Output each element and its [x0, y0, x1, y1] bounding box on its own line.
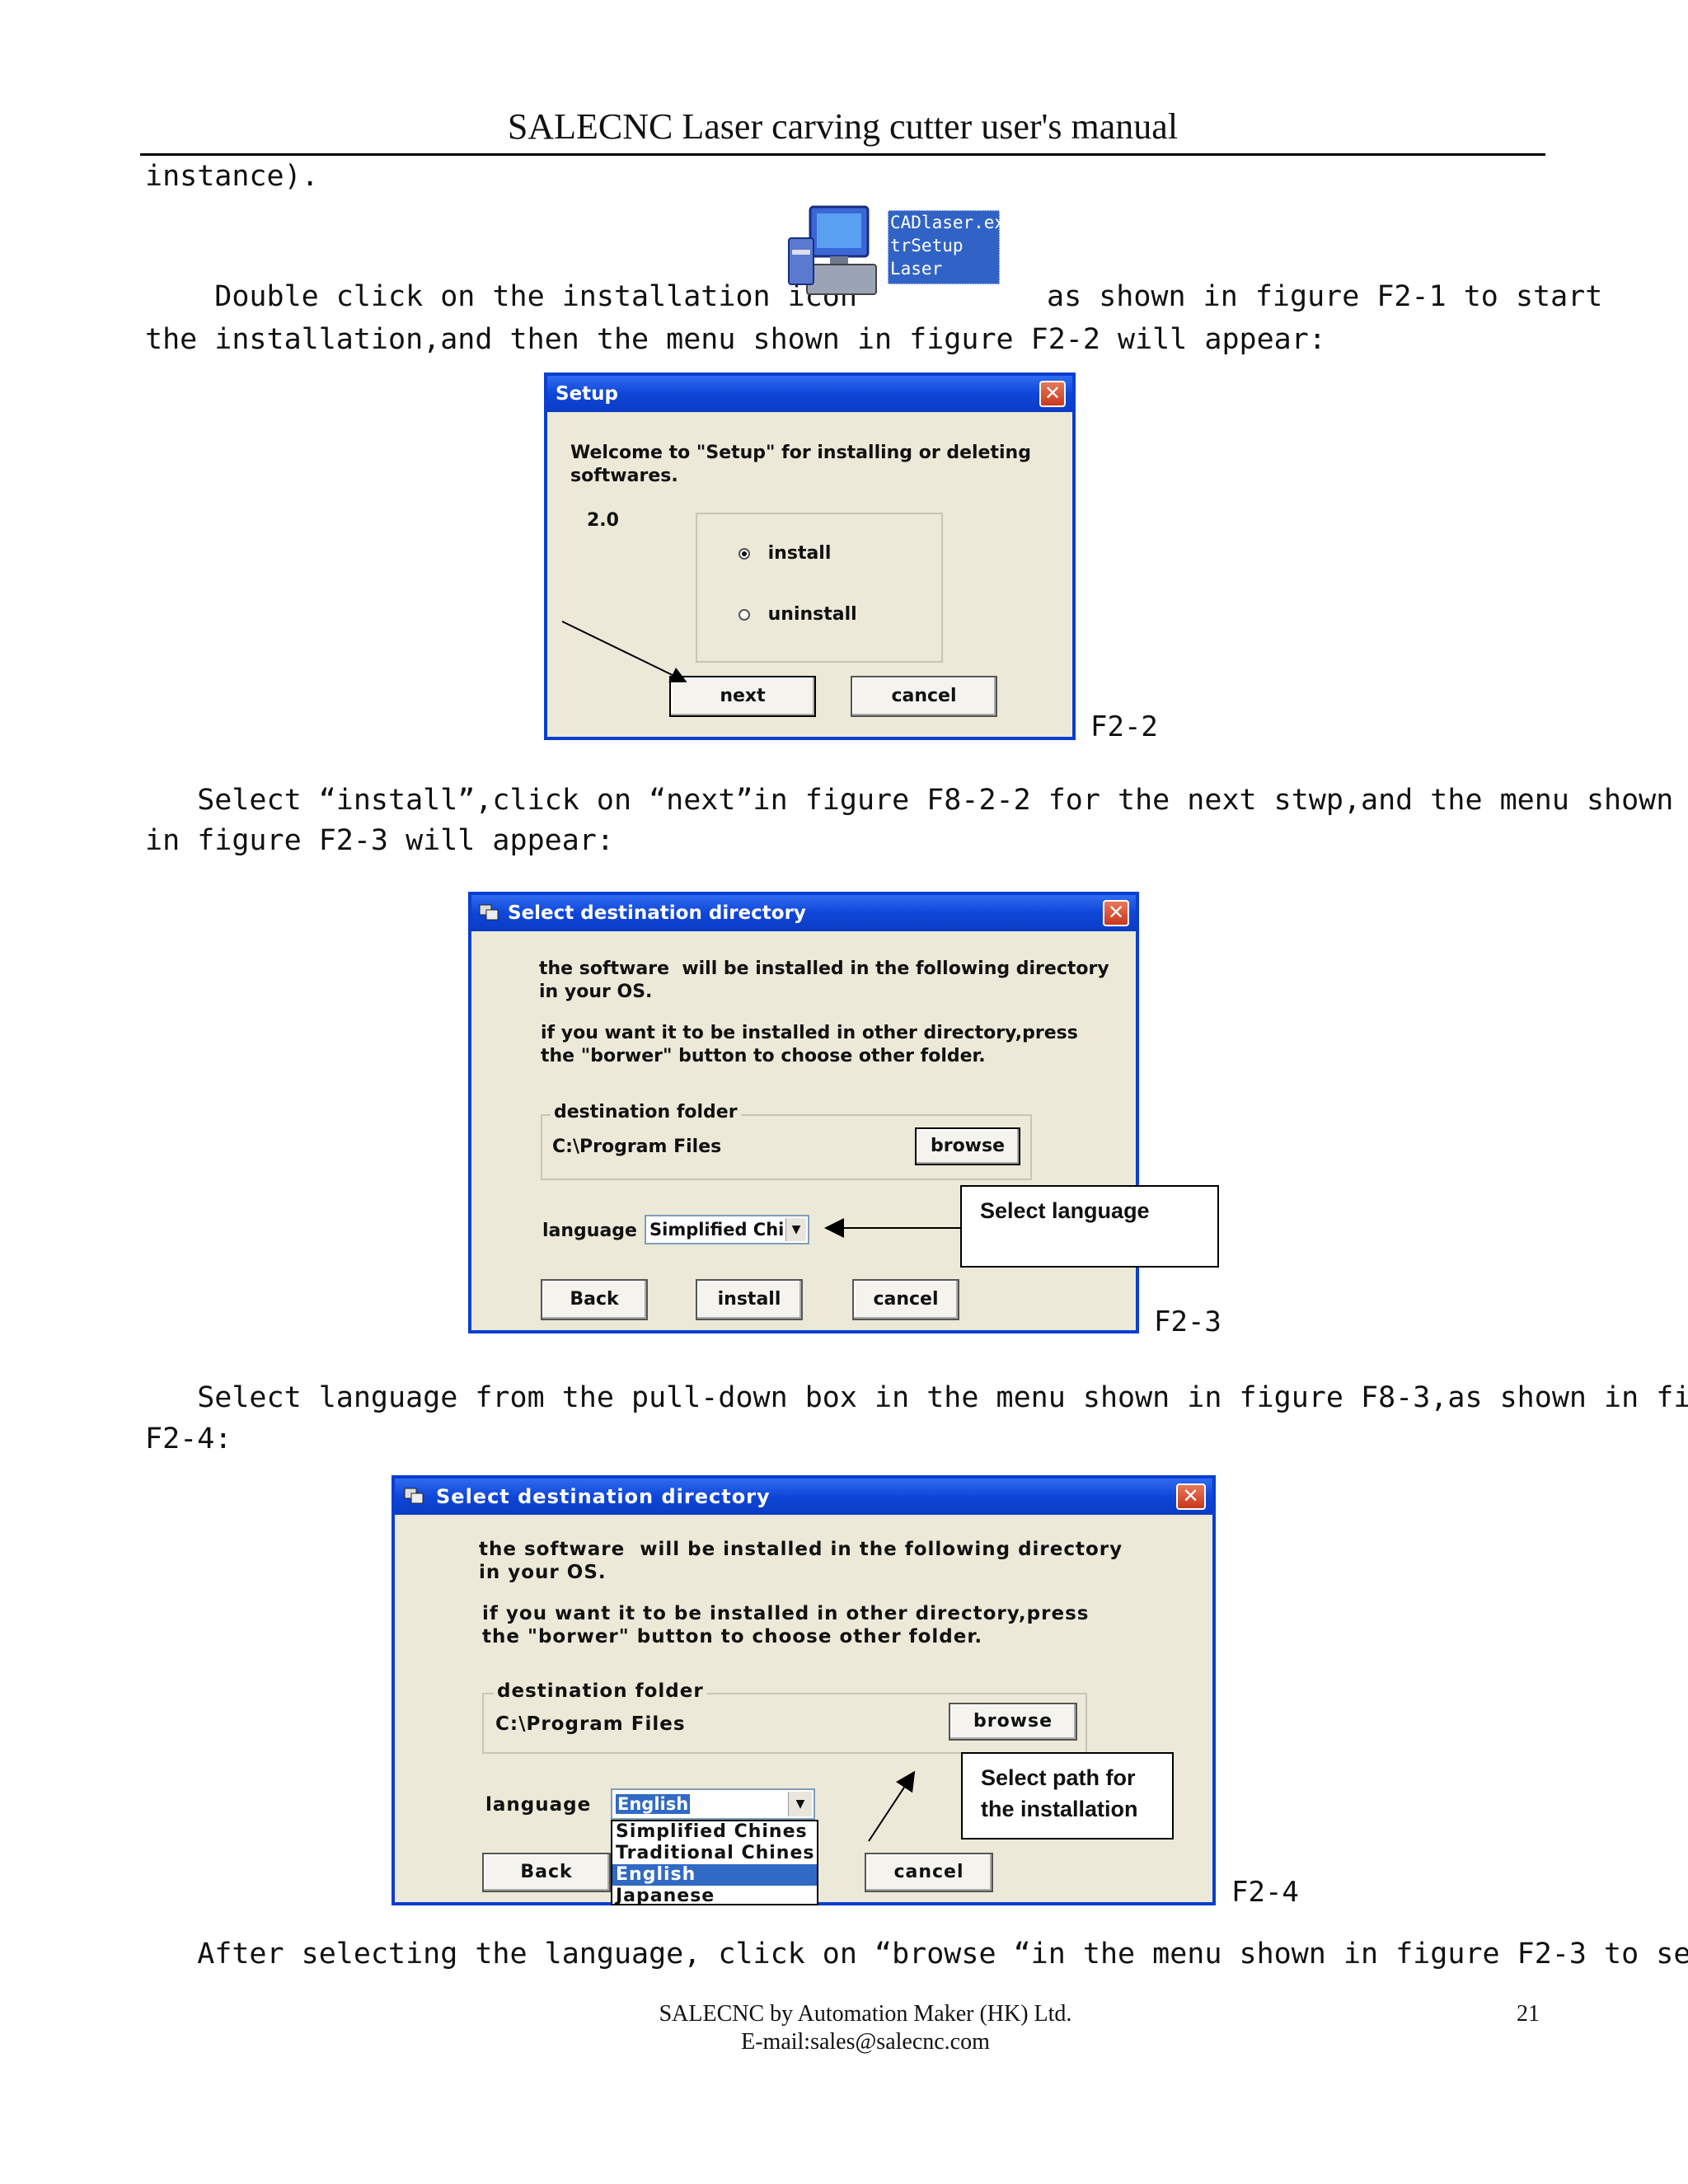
pointer-arrow-next	[561, 621, 687, 682]
language-label: language	[542, 1221, 637, 1241]
language-select[interactable]: Simplified Chir ▼	[645, 1215, 809, 1244]
dest-title: Select destination directory	[436, 1485, 771, 1508]
cancel-button[interactable]: cancel	[865, 1853, 993, 1892]
back-button[interactable]: Back	[482, 1853, 611, 1892]
page-header-title: SALECNC Laser carving cutter user's manu…	[507, 106, 1179, 147]
destination-path: C:\Program Files	[552, 1137, 722, 1157]
destination-folder-group: destination folder C:\Program Files brow…	[541, 1101, 1032, 1180]
language-select-value: English	[616, 1794, 691, 1814]
text-as-shown: as shown in figure F2-1 to start	[1047, 280, 1603, 313]
dest-other-dir-text: if you want it to be installed in other …	[482, 1603, 1090, 1647]
figure-label-f2-3: F2-3	[1154, 1305, 1221, 1338]
install-option-group: install uninstall	[696, 513, 943, 663]
footer-email: E-mail:sales@salecnc.com	[741, 2029, 990, 2055]
browse-button[interactable]: browse	[949, 1703, 1077, 1741]
computer-icon	[404, 1488, 424, 1504]
text-instance: instance).	[145, 160, 319, 193]
destination-path: C:\Program Files	[495, 1713, 686, 1735]
dest-title: Select destination directory	[508, 902, 806, 924]
icon-label-line-1: CADlaser.exe	[890, 213, 1015, 232]
dropdown-option[interactable]: Traditional Chines	[616, 1843, 815, 1863]
language-dropdown-list: Simplified Chines Traditional Chines Eng…	[611, 1820, 818, 1905]
back-button[interactable]: Back	[541, 1279, 648, 1320]
radio-install-label: install	[767, 543, 832, 564]
installation-icon[interactable]: CADlaser.exe trSetup Laser	[787, 202, 1034, 301]
browse-button[interactable]: browse	[915, 1127, 1020, 1165]
pointer-arrow-browse	[868, 1770, 916, 1842]
cancel-button[interactable]: cancel	[852, 1279, 959, 1320]
setup-dialog: Setup ✕ Welcome to "Setup" for installin…	[544, 373, 1076, 740]
text-figure-f2-3: in figure F2-3 will appear:	[145, 824, 614, 857]
install-button[interactable]: install	[696, 1279, 803, 1320]
cancel-button[interactable]: cancel	[851, 676, 997, 717]
computer-icon	[788, 205, 877, 295]
close-icon[interactable]: ✕	[1103, 900, 1129, 926]
text-select-language: Select language from the pull-down box i…	[145, 1381, 1688, 1414]
radio-uninstall-label: uninstall	[767, 604, 857, 625]
radio-uninstall[interactable]: uninstall	[738, 603, 857, 626]
icon-label-line-3: Laser	[890, 259, 943, 279]
icon-label-line-2: trSetup	[890, 236, 964, 255]
text-installation-menu: the installation,and then the menu shown…	[145, 323, 1326, 356]
language-label: language	[485, 1794, 592, 1816]
callout-select-language: Select language	[960, 1185, 1219, 1268]
dest-other-dir-text: if you want it to be installed in other …	[541, 1023, 1078, 1066]
pointer-arrow-language	[824, 1218, 960, 1238]
header-rule	[140, 153, 1545, 156]
figure-label-f2-4: F2-4	[1231, 1876, 1299, 1909]
figure-label-f2-2: F2-2	[1090, 710, 1158, 743]
dest-install-text: the software will be installed in the fo…	[479, 1539, 1123, 1583]
radio-install-control[interactable]	[738, 548, 750, 560]
installation-icon-label: CADlaser.exe trSetup Laser	[888, 210, 1015, 284]
dropdown-option[interactable]: Japanese	[616, 1886, 715, 1905]
setup-welcome-text: Welcome to "Setup" for installing or del…	[570, 443, 1031, 486]
text-select-install: Select “install”,click on “next”in figur…	[145, 784, 1674, 817]
dropdown-option-selected[interactable]: English	[612, 1864, 817, 1886]
dest-titlebar: Select destination directory ✕	[471, 895, 1136, 931]
close-icon[interactable]: ✕	[1039, 381, 1066, 407]
text-after-selecting: After selecting the language, click on “…	[145, 1938, 1688, 1971]
dropdown-option[interactable]: Simplified Chines	[616, 1821, 808, 1842]
setup-title: Setup	[556, 383, 618, 405]
radio-uninstall-control[interactable]	[738, 609, 750, 621]
page-number: 21	[1517, 2001, 1540, 2027]
radio-install[interactable]: install	[738, 542, 831, 565]
chevron-down-icon[interactable]: ▼	[785, 1218, 806, 1241]
callout-select-path: Select path for the installation	[961, 1752, 1174, 1840]
text-figure-f2-4: F2-4:	[145, 1422, 232, 1455]
dest-install-text: the software will be installed in the fo…	[539, 958, 1109, 1002]
destination-dialog-f2-3: Select destination directory ✕ the softw…	[468, 892, 1139, 1333]
close-icon[interactable]: ✕	[1176, 1483, 1206, 1510]
destination-folder-group: destination folder C:\Program Files brow…	[482, 1680, 1087, 1754]
footer-company: SALECNC by Automation Maker (HK) Ltd.	[659, 2001, 1072, 2027]
computer-icon	[479, 904, 499, 921]
setup-titlebar: Setup ✕	[547, 376, 1072, 412]
language-select[interactable]: English ▼	[611, 1788, 815, 1820]
dest-titlebar: Select destination directory ✕	[395, 1479, 1212, 1515]
next-button[interactable]: next	[669, 676, 816, 717]
destination-folder-label: destination folder	[551, 1101, 741, 1124]
text-double-click: Double click on the installation icon	[145, 280, 857, 313]
destination-dialog-f2-4: Select destination directory ✕ the softw…	[392, 1475, 1216, 1905]
destination-folder-label: destination folder	[494, 1680, 707, 1703]
language-select-value: Simplified Chir	[649, 1220, 793, 1240]
chevron-down-icon[interactable]: ▼	[788, 1792, 812, 1816]
setup-version: 2.0	[587, 510, 619, 531]
